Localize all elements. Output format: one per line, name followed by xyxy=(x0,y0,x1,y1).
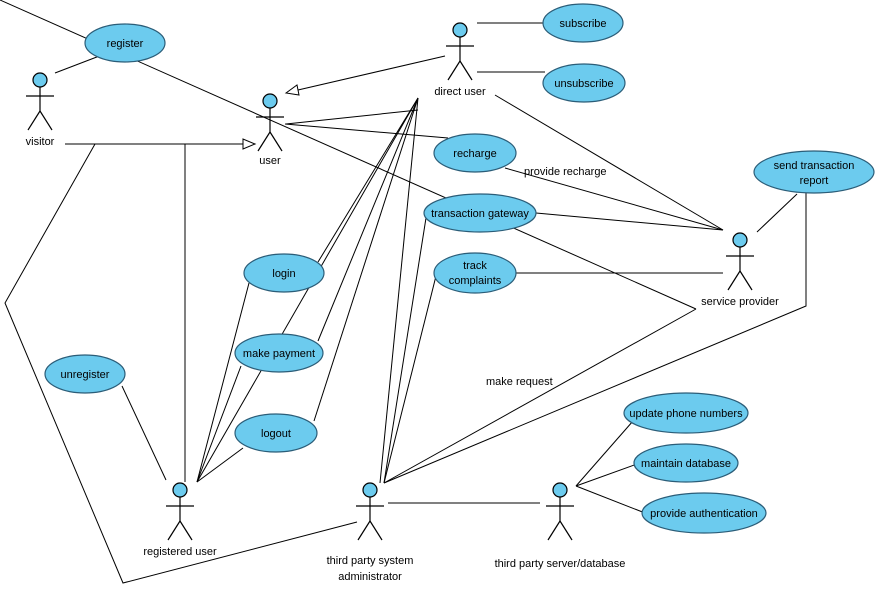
use-case-login[interactable]: login xyxy=(243,253,325,293)
edge-gateway-service-provider xyxy=(535,212,724,231)
actor-third-party-admin[interactable]: third party system administrator xyxy=(327,482,414,583)
edge-direct-user-user xyxy=(297,55,446,91)
use-case-update-phone-numbers[interactable]: update phone numbers xyxy=(623,392,749,434)
actor-third-party-server[interactable]: third party server/database xyxy=(495,482,626,570)
use-case-register[interactable]: register xyxy=(84,23,166,63)
use-case-unsubscribe[interactable]: unsubscribe xyxy=(542,63,626,103)
actor-registered-user[interactable]: registered user xyxy=(143,482,217,558)
use-case-make-payment[interactable]: make payment xyxy=(234,333,324,373)
actor-visitor-label: visitor xyxy=(26,136,55,148)
edge-admin-hub xyxy=(379,97,419,484)
use-case-send-transaction-report-label-1: send transaction xyxy=(774,160,855,172)
use-case-transaction-gateway[interactable]: transaction gateway xyxy=(423,193,537,233)
actor-direct-user[interactable]: direct user xyxy=(434,22,486,98)
actor-registered-user-head-icon xyxy=(172,482,188,498)
use-case-logout[interactable]: logout xyxy=(234,413,318,453)
use-case-maintain-database-label: maintain database xyxy=(641,458,731,470)
actor-third-party-server-label: third party server/database xyxy=(495,558,626,570)
edge-payment-hub xyxy=(317,97,419,342)
actor-visitor-head-icon xyxy=(32,72,48,88)
use-case-make-payment-label: make payment xyxy=(243,348,315,360)
actor-direct-user-head-icon xyxy=(452,22,468,38)
label-make-request: make request xyxy=(486,376,553,388)
actor-user-label: user xyxy=(259,155,281,167)
edge-report-admin xyxy=(383,192,807,484)
use-case-logout-label: logout xyxy=(261,428,291,440)
actor-direct-user-label: direct user xyxy=(434,86,486,98)
edge-server-auth xyxy=(575,485,646,514)
edge-user-recharge xyxy=(284,123,449,139)
use-case-register-label: register xyxy=(107,38,144,50)
actor-third-party-admin-label-2: administrator xyxy=(338,571,402,583)
use-case-unregister[interactable]: unregister xyxy=(44,354,126,394)
edge-hub-user xyxy=(285,109,419,125)
use-case-track-complaints[interactable]: track complaints xyxy=(433,252,517,294)
actor-third-party-server-head-icon xyxy=(552,482,568,498)
edge-make-request-line xyxy=(383,308,697,484)
actor-service-provider-head-icon xyxy=(732,232,748,248)
use-case-provide-authentication[interactable]: provide authentication xyxy=(641,492,767,534)
actor-visitor[interactable]: visitor xyxy=(26,72,55,148)
actor-service-provider[interactable]: service provider xyxy=(701,232,779,308)
edge-service-provider-report xyxy=(756,193,798,233)
edge-visitor-admin xyxy=(4,143,358,584)
actor-registered-user-label: registered user xyxy=(143,546,217,558)
use-case-unregister-label: unregister xyxy=(61,369,110,381)
edge-reg-hub xyxy=(196,97,419,483)
use-case-provide-authentication-label: provide authentication xyxy=(650,508,758,520)
use-case-transaction-gateway-label: transaction gateway xyxy=(431,208,529,220)
use-case-track-complaints-label-2: complaints xyxy=(449,275,502,287)
use-case-send-transaction-report-label-2: report xyxy=(800,175,829,187)
use-case-subscribe[interactable]: subscribe xyxy=(542,3,624,43)
use-case-unsubscribe-label: unsubscribe xyxy=(554,78,613,90)
edge-login-hub xyxy=(317,97,419,263)
actor-user-head-icon xyxy=(262,93,278,109)
use-case-login-label: login xyxy=(272,268,295,280)
actor-third-party-admin-label-1: third party system xyxy=(327,555,414,567)
edge-admin-gateway xyxy=(383,217,427,484)
edge-reg-unregister xyxy=(121,385,167,481)
edge-reg-logout xyxy=(196,447,244,483)
edge-logout-hub xyxy=(313,97,419,422)
edge-server-maintain xyxy=(575,463,638,487)
label-provide-recharge: provide recharge xyxy=(524,166,607,178)
edge-server-update xyxy=(575,420,634,487)
generalization-arrowhead-visitor xyxy=(242,138,257,150)
actor-service-provider-label: service provider xyxy=(701,296,779,308)
edge-reg-payment xyxy=(196,365,242,483)
edge-reg-login xyxy=(196,282,250,483)
use-case-subscribe-label: subscribe xyxy=(559,18,606,30)
edge-admin-complaints xyxy=(383,275,437,484)
edge-direct-user-service-provider xyxy=(494,94,724,231)
use-case-recharge[interactable]: recharge xyxy=(433,133,517,173)
actor-third-party-admin-head-icon xyxy=(362,482,378,498)
use-case-recharge-label: recharge xyxy=(453,148,496,160)
edge-recharge-service-provider xyxy=(504,167,724,231)
use-case-maintain-database[interactable]: maintain database xyxy=(633,443,739,483)
use-case-track-complaints-label-1: track xyxy=(463,260,487,272)
actor-user[interactable]: user xyxy=(256,93,284,167)
edge-visitor-register xyxy=(54,54,103,74)
generalization-arrowhead-direct-user xyxy=(284,84,300,96)
use-case-send-transaction-report[interactable]: send transaction report xyxy=(753,150,875,194)
use-case-update-phone-numbers-label: update phone numbers xyxy=(629,408,743,420)
